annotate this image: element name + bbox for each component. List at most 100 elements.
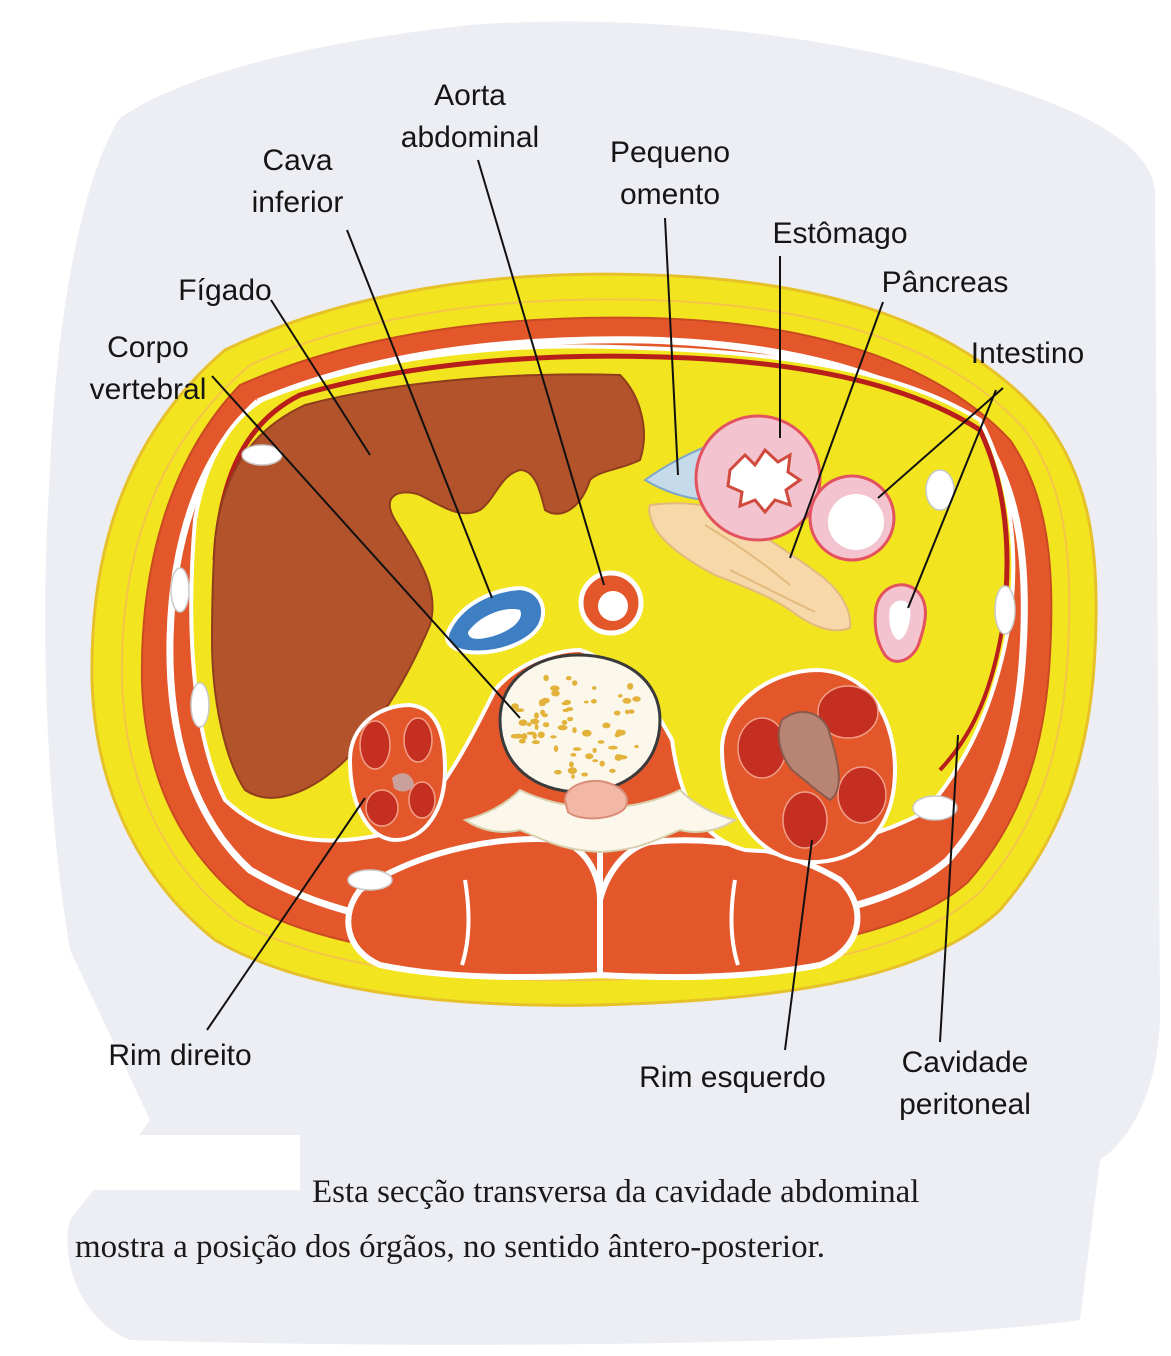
label-line: inferior [251, 186, 344, 219]
left-renal-pelvis [777, 711, 840, 802]
leader-intestino-2 [907, 389, 997, 609]
bone-trabecula [562, 708, 569, 713]
bone-trabecula [518, 738, 526, 744]
right-kidney-medulla [359, 717, 436, 827]
bone-trabecula [542, 713, 548, 718]
fascia-line [256, 336, 1028, 934]
bone-trabecula [531, 740, 540, 745]
liver [210, 373, 645, 799]
label-line: Cavidade [901, 1046, 1029, 1079]
bone-trabecula [583, 700, 589, 704]
bone-trabecula [551, 690, 560, 697]
muscle-septum [729, 879, 740, 966]
left-kidney-medulla [737, 685, 887, 849]
label-cavidade-peritoneal: Cavidade peritoneal [875, 1042, 1055, 1126]
label-line: Fígado [178, 274, 272, 307]
bone-trabecula [613, 710, 621, 716]
bone-trabecula [584, 729, 589, 733]
label-line: Intestino [970, 337, 1085, 370]
label-aorta-abdominal: Aorta abdominal [385, 75, 555, 159]
label-pancreas: Pâncreas [860, 262, 1030, 304]
bone-trabecula [581, 772, 588, 777]
bone-trabecula [569, 761, 574, 768]
bone-trabecula [567, 767, 578, 774]
pancreas-lobules [704, 524, 816, 613]
bone-trabecula [571, 774, 575, 779]
paper-corner [0, 1135, 300, 1190]
bone-trabecula [550, 735, 557, 739]
bone-trabecula [526, 731, 536, 735]
bone-trabecula [632, 696, 641, 702]
leader-intestino-1 [877, 387, 1004, 499]
peritoneum-line [212, 353, 1010, 631]
intestine-lumen-small [889, 600, 911, 640]
spinal-cord [563, 780, 628, 820]
ribs [170, 444, 1016, 891]
bone-trabecula [618, 694, 623, 698]
label-rim-direito: Rim direito [85, 1035, 275, 1077]
bone-trabecula [566, 676, 572, 681]
bone-trabecula [567, 716, 574, 722]
bone-trabecula [599, 760, 605, 767]
bone-trabecula [534, 712, 539, 719]
label-line: Pâncreas [881, 266, 1009, 299]
bone-trabecula [543, 674, 549, 682]
bone-trabecula [541, 697, 550, 704]
label-figado: Fígado [160, 270, 290, 312]
leader-cava [346, 229, 493, 599]
bone-trabecula [511, 703, 519, 710]
bone-trabecula [554, 769, 562, 775]
leader-rim-esquerdo [784, 839, 813, 1051]
leader-rim-direito [206, 797, 366, 1031]
bone-trabecula [561, 720, 568, 725]
label-line: Rim esquerdo [639, 1061, 826, 1094]
bone-trabecula [553, 745, 559, 752]
label-line: Aorta [434, 79, 506, 112]
bone-trabecula [518, 719, 528, 726]
label-rim-esquerdo: Rim esquerdo [615, 1057, 850, 1099]
bone-trabecula [615, 729, 623, 737]
leader-pancreas [789, 301, 884, 559]
label-intestino: Intestino [950, 333, 1105, 375]
bone-trabecula [592, 747, 597, 754]
aorta-lumen [598, 591, 628, 621]
bone-trabecula [542, 722, 550, 728]
peritoneum-line-lower [938, 629, 1004, 772]
label-line: Pequeno [609, 136, 731, 169]
bone-trabecula [534, 724, 539, 730]
label-line: abdominal [400, 121, 540, 154]
label-line: Estômago [772, 217, 908, 250]
bone-trabecula [526, 722, 532, 727]
right-renal-pelvis [392, 773, 414, 792]
label-line: omento [619, 178, 721, 211]
bone-trabecula [597, 740, 605, 744]
bone-trabecula [572, 727, 577, 734]
bone-trabecula [537, 731, 545, 739]
leader-corpo-vertebral [211, 375, 521, 719]
label-corpo-vertebral: Corpo vertebral [68, 327, 228, 411]
leader-cavidade [939, 734, 959, 1043]
bone-trabeculae [510, 674, 641, 779]
fascia-line-left [166, 399, 421, 929]
bone-trabecula [609, 768, 616, 773]
bone-trabecula [590, 699, 597, 704]
bone-trabecula [608, 745, 618, 750]
bone-trabecula [557, 725, 568, 731]
stomach-rugae [726, 447, 803, 515]
leader-omento [664, 217, 679, 476]
fat-inner-contour [120, 298, 1071, 982]
label-estomago: Estômago [750, 213, 930, 255]
label-line: Cava [262, 144, 333, 177]
bone-trabecula [572, 680, 578, 686]
bone-trabecula [550, 685, 560, 692]
intestine-lumen [828, 494, 884, 550]
label-line: Rim direito [108, 1039, 252, 1072]
bone-trabecula [627, 683, 634, 690]
bone-trabecula [530, 718, 540, 725]
bone-trabecula [561, 701, 570, 706]
label-line: vertebral [89, 373, 207, 406]
leader-lines [206, 159, 1004, 1051]
label-line: peritoneal [899, 1088, 1031, 1121]
